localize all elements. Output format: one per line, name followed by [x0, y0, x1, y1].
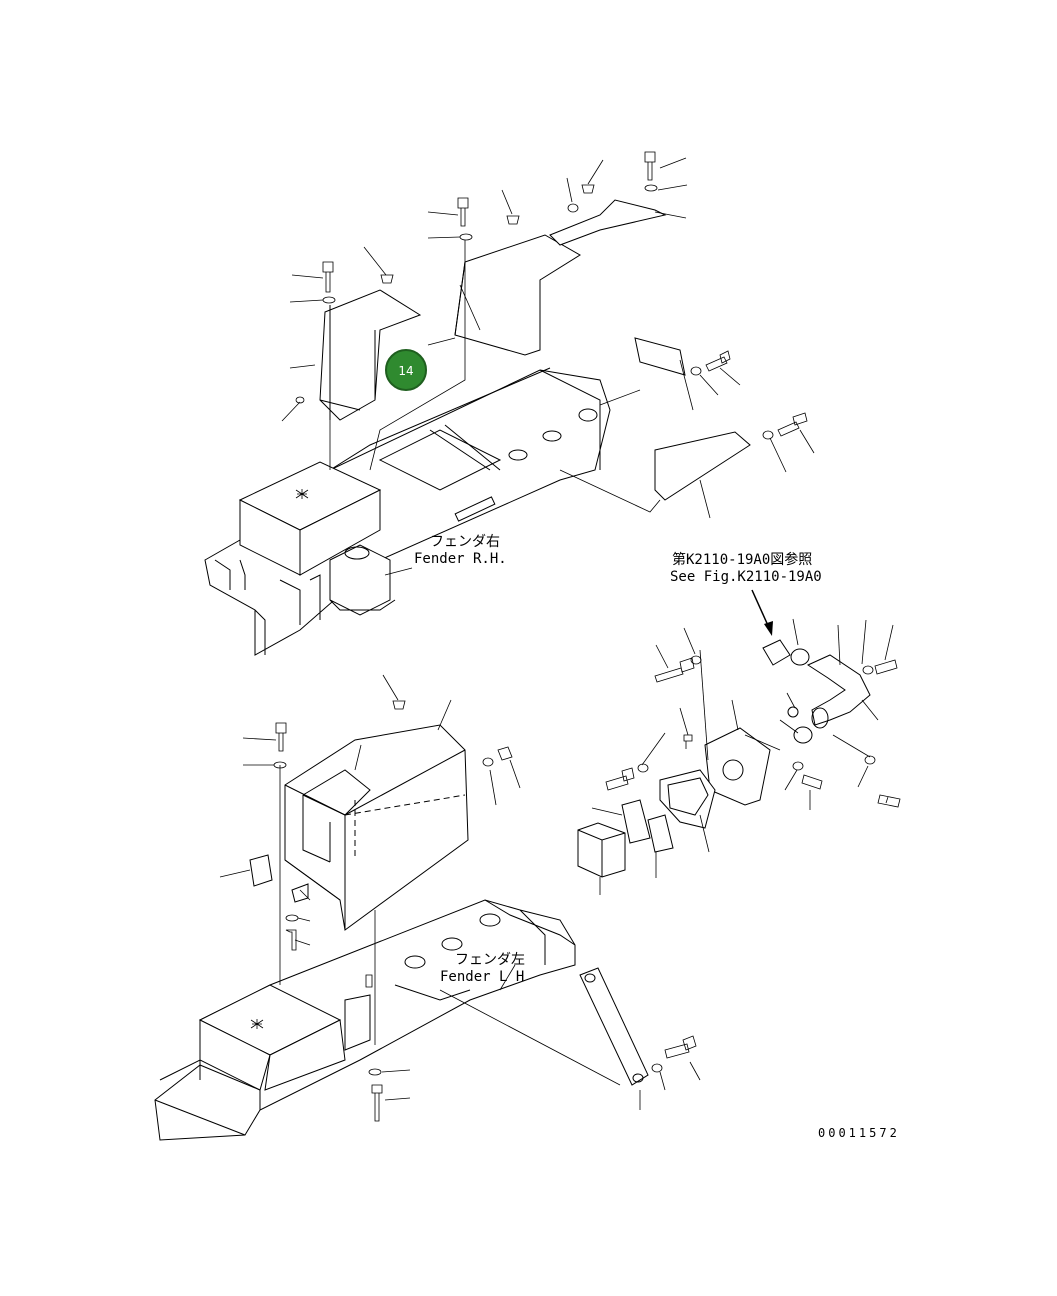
reference-arrow-icon [751, 589, 773, 636]
fender-lh-label-jp: フェンダ左 [455, 952, 525, 968]
fender-rh-label-en: Fender R.H. [414, 551, 507, 567]
callout-14-circle[interactable] [385, 349, 427, 391]
fender-lh-label-en: Fender L H [440, 969, 524, 985]
see-fig-label-en: See Fig.K2110-19A0 [670, 569, 822, 585]
fender-lh-assembly [154, 674, 701, 1141]
drawing-number: 00011572 [818, 1126, 900, 1140]
fender-rh-label-jp: フェンダ右 [430, 534, 500, 550]
callout-14-number: 14 [398, 364, 413, 378]
fender-rh-assembly [204, 151, 815, 656]
see-fig-label-jp: 第K2110-19A0図参照 [672, 551, 812, 568]
intake-cover-assembly [577, 618, 901, 895]
callout-14-badge[interactable]: 14 [385, 349, 427, 391]
